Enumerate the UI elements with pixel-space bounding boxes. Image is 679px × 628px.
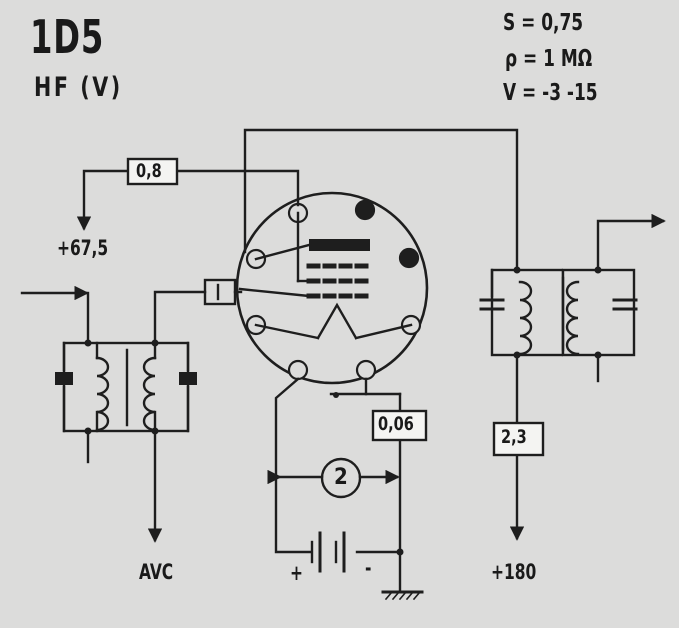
anode-resistor-label: 2,3 [501,426,527,448]
screen-resistor-label: 0,8 [136,160,162,182]
param-v: V = -3 -15 [503,80,598,106]
filament-voltage-label: 2 [334,465,348,490]
filament-current-box [371,409,428,442]
anode-plate [309,239,370,251]
filament-voltage-circle [320,457,362,499]
tube-envelope [235,191,429,385]
input-transformer [55,341,197,433]
screen-voltage-label: +67,5 [57,236,109,260]
anode-voltage-label: +180 [491,560,537,584]
battery-minus-label: - [365,556,372,580]
battery [310,531,346,573]
filament [316,302,358,340]
grid-cap [203,278,237,306]
output-transformer [479,268,638,358]
screen-resistor-box [126,157,179,186]
filament-current-label: 0,06 [378,413,414,435]
ground-symbol [381,590,424,601]
anode-resistor-box [492,421,545,457]
battery-plus-label: + [290,561,303,585]
tube-function: HF (V) [34,72,123,103]
avc-label: AVC [139,560,174,584]
param-s: S = 0,75 [503,10,584,36]
tube-type: 1D5 [30,10,105,64]
tube-pins [245,199,422,381]
param-rho: ρ = 1 MΩ [505,46,593,72]
grid-electrodes [306,263,369,299]
junction-dots [84,266,602,556]
